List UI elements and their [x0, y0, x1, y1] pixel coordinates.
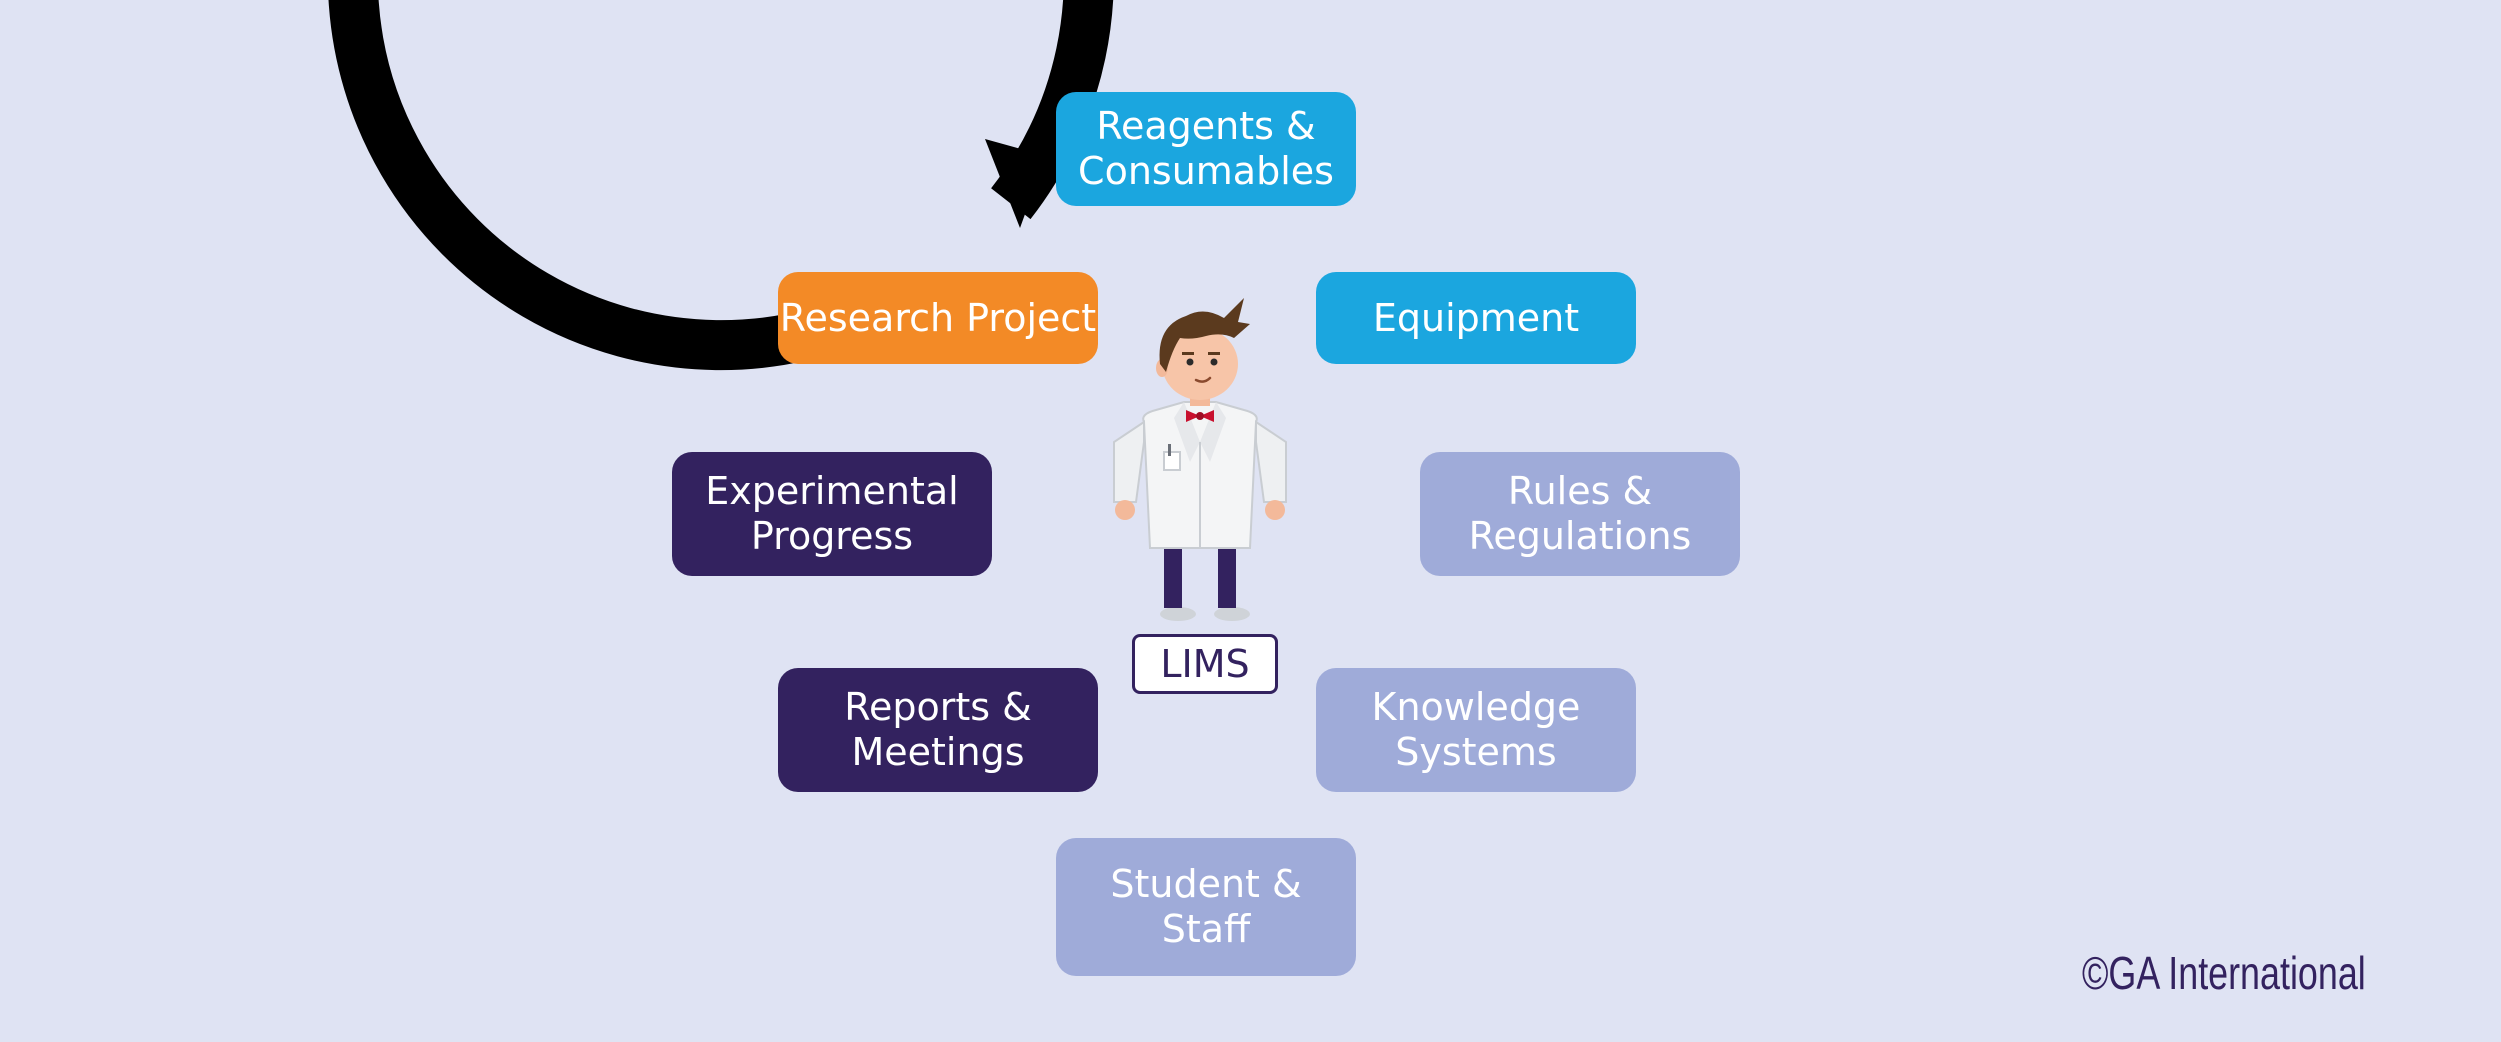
copyright-text: ©GA International [2082, 947, 2366, 999]
hand-left [1115, 500, 1135, 520]
cycle-ring [328, 0, 1114, 371]
coat-pocket [1163, 451, 1181, 471]
head [1162, 328, 1238, 400]
node-experimental-progress: Experimental Progress [672, 452, 992, 576]
node-equipment: Equipment [1316, 272, 1636, 364]
scientist-illustration [1113, 298, 1287, 621]
shoe-right [1214, 607, 1250, 621]
cycle-arrowhead-icon [985, 139, 1046, 228]
node-rules-regulations: Rules & Regulations [1420, 452, 1740, 576]
leg-left [1164, 544, 1182, 608]
hand-right [1265, 500, 1285, 520]
node-student-staff: Student & Staff [1056, 838, 1356, 976]
sleeve-right [1255, 420, 1287, 503]
lapel-right [1200, 402, 1226, 462]
sleeve-left [1113, 420, 1145, 503]
node-reports-meetings: Reports & Meetings [778, 668, 1098, 792]
node-knowledge-systems: Knowledge Systems [1316, 668, 1636, 792]
shoe-left [1160, 607, 1196, 621]
node-reagents-consumables: Reagents & Consumables [1056, 92, 1356, 206]
pen-icon [1168, 444, 1171, 456]
leg-right [1218, 544, 1236, 608]
lims-label: LIMS [1132, 634, 1278, 694]
lapel-left [1174, 402, 1200, 462]
hair [1159, 298, 1250, 372]
node-research-project: Research Project [778, 272, 1098, 364]
eye-right [1210, 358, 1218, 366]
mouth [1194, 376, 1212, 383]
eye-left [1186, 358, 1194, 366]
